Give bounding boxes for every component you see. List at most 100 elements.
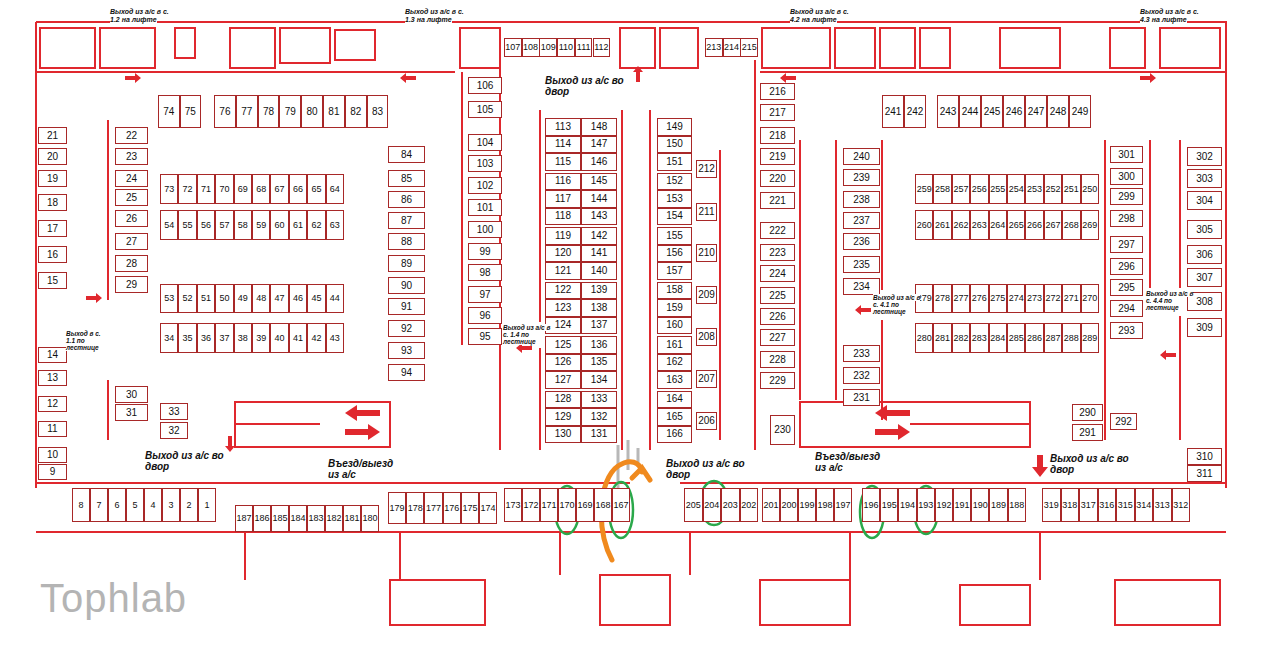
space-number: 199 xyxy=(799,501,814,510)
space-number: 127 xyxy=(555,375,572,385)
space-number: 106 xyxy=(477,81,494,91)
space-number: 24 xyxy=(126,174,137,184)
space-number: 144 xyxy=(591,194,608,204)
parking-space: 305 xyxy=(1187,220,1222,239)
parking-space: 133 xyxy=(581,391,617,409)
parking-space: 3 xyxy=(162,488,180,522)
space-number: 62 xyxy=(311,221,321,230)
parking-space: 42 xyxy=(307,323,325,353)
parking-space: 75 xyxy=(180,95,202,128)
parking-space: 150 xyxy=(657,136,692,154)
space-number: 59 xyxy=(256,221,266,230)
space-number: 297 xyxy=(1118,240,1135,250)
parking-space: 28 xyxy=(115,255,148,272)
exit-text: Выход в с. 1.1 по лестнице xyxy=(66,330,101,351)
parking-space: 213 xyxy=(705,38,723,57)
parking-space: 189 xyxy=(989,488,1007,522)
parking-space: 121 xyxy=(545,262,581,280)
parking-space: 239 xyxy=(843,169,880,186)
space-number: 7 xyxy=(96,501,101,510)
space-number: 223 xyxy=(769,248,786,258)
space-number: 232 xyxy=(853,371,870,381)
parking-space: 202 xyxy=(740,488,759,522)
parking-space: 201 xyxy=(762,488,780,522)
space-number: 28 xyxy=(126,259,137,269)
space-number: 207 xyxy=(698,374,715,384)
exit-text: Выход из а/с в с. 4.3 на лифте xyxy=(1140,8,1199,23)
parking-space: 252 xyxy=(1044,174,1062,204)
space-number: 230 xyxy=(774,425,791,435)
parking-space: 37 xyxy=(215,323,233,353)
space-number: 290 xyxy=(1079,408,1096,418)
space-number: 176 xyxy=(444,504,459,513)
space-number: 113 xyxy=(555,122,571,132)
parking-space: 159 xyxy=(657,299,692,317)
parking-space: 25 xyxy=(115,189,148,206)
space-number: 6 xyxy=(114,501,119,510)
parking-space: 242 xyxy=(904,95,926,128)
space-number: 254 xyxy=(1009,185,1024,194)
parking-space: 172 xyxy=(522,488,540,522)
space-number: 183 xyxy=(308,514,323,523)
exit-text: Выход из а/с в с. 1.3 на лифте xyxy=(405,8,464,23)
space-number: 253 xyxy=(1027,185,1042,194)
parking-space: 4 xyxy=(144,488,162,522)
space-number: 160 xyxy=(666,320,683,330)
parking-space: 92 xyxy=(388,320,425,337)
parking-space: 195 xyxy=(880,488,898,522)
parking-space: 162 xyxy=(657,354,692,372)
parking-space: 249 xyxy=(1069,95,1091,128)
space-number: 308 xyxy=(1196,297,1213,307)
space-number: 150 xyxy=(666,139,683,149)
space-number: 216 xyxy=(769,87,786,97)
parking-space: 49 xyxy=(234,284,252,313)
space-number: 218 xyxy=(769,131,786,141)
space-number: 294 xyxy=(1118,304,1135,314)
parking-space: 63 xyxy=(326,210,344,240)
space-number: 94 xyxy=(401,368,412,378)
space-number: 77 xyxy=(241,107,252,117)
space-number: 86 xyxy=(401,195,412,205)
parking-space: 190 xyxy=(971,488,989,522)
parking-space: 181 xyxy=(343,505,361,532)
space-number: 95 xyxy=(479,332,490,342)
space-number: 197 xyxy=(835,501,850,510)
parking-space: 240 xyxy=(843,148,880,165)
space-number: 85 xyxy=(401,174,412,184)
space-number: 68 xyxy=(256,185,266,194)
space-number: 71 xyxy=(201,185,211,194)
parking-space: 274 xyxy=(1007,284,1025,313)
parking-space: 218 xyxy=(760,127,795,144)
space-number: 30 xyxy=(126,390,137,400)
space-number: 203 xyxy=(723,501,738,510)
space-number: 286 xyxy=(1027,334,1042,343)
parking-space: 51 xyxy=(197,284,215,313)
parking-space: 140 xyxy=(581,262,617,280)
space-number: 252 xyxy=(1045,185,1060,194)
parking-space: 9 xyxy=(38,464,67,480)
space-number: 146 xyxy=(591,157,608,167)
parking-space: 155 xyxy=(657,227,692,245)
space-number: 79 xyxy=(285,107,296,117)
space-number: 97 xyxy=(479,290,490,300)
space-number: 269 xyxy=(1082,221,1097,230)
space-number: 181 xyxy=(344,514,359,523)
parking-space: 225 xyxy=(760,287,795,304)
parking-space: 253 xyxy=(1025,174,1043,204)
parking-space: 270 xyxy=(1081,284,1099,313)
space-number: 135 xyxy=(591,357,608,367)
space-number: 206 xyxy=(698,416,715,426)
parking-space: 79 xyxy=(279,95,301,128)
parking-space: 212 xyxy=(696,160,717,178)
parking-space: 289 xyxy=(1081,323,1099,353)
parking-space: 142 xyxy=(581,227,617,245)
space-number: 307 xyxy=(1196,273,1213,283)
space-number: 140 xyxy=(591,266,608,276)
parking-space: 44 xyxy=(326,284,344,313)
space-number: 96 xyxy=(479,311,490,321)
space-number: 272 xyxy=(1045,294,1060,303)
space-number: 2 xyxy=(186,501,191,510)
parking-space: 99 xyxy=(468,243,502,260)
exit-text: Выход из а/с в с. 1.4 по лестнице xyxy=(503,324,550,345)
parking-space: 163 xyxy=(657,371,692,389)
